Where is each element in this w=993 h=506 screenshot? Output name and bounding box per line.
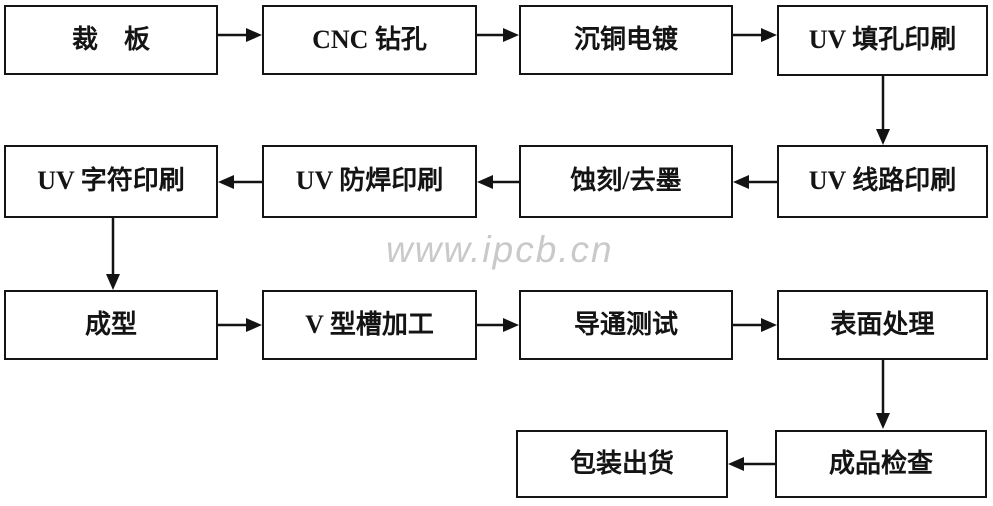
- node-label: UV 填孔印刷: [808, 25, 957, 54]
- node-forming: 成型: [4, 290, 218, 360]
- node-packing-shipping: 包装出货: [516, 430, 728, 498]
- node-uv-hole-filling-print: UV 填孔印刷: [777, 5, 988, 76]
- node-label: 成型: [84, 309, 137, 339]
- edge-test-to-surface: [733, 318, 777, 332]
- node-label: UV 防焊印刷: [295, 166, 444, 195]
- edge-soldermask-to-legend: [218, 175, 262, 189]
- node-label: V 型槽加工: [305, 309, 434, 339]
- node-label: CNC 钻孔: [312, 24, 427, 54]
- edge-copper-to-uvfill: [733, 28, 777, 42]
- edge-vgroove-to-test: [475, 318, 519, 332]
- node-uv-legend-print: UV 字符印刷: [4, 145, 218, 218]
- edge-cut-to-cnc: [218, 28, 262, 42]
- node-copper-deposition-plating: 沉铜电镀: [519, 5, 733, 75]
- edge-legend-to-forming: [106, 218, 120, 290]
- node-label: 蚀刻/去墨: [570, 166, 682, 195]
- node-continuity-test: 导通测试: [519, 290, 733, 360]
- node-uv-soldermask-print: UV 防焊印刷: [262, 145, 477, 218]
- node-uv-circuit-print: UV 线路印刷: [777, 145, 988, 218]
- edge-uvfill-to-uvcircuit: [876, 76, 890, 145]
- node-label: 成品检查: [828, 448, 933, 478]
- node-v-groove-machining: V 型槽加工: [262, 290, 477, 360]
- node-label: UV 线路印刷: [808, 166, 957, 195]
- node-label: 裁 板: [71, 24, 150, 54]
- edge-uvcircuit-to-etch: [733, 175, 777, 189]
- node-label: UV 字符印刷: [37, 166, 185, 195]
- node-label: 导通测试: [573, 309, 678, 339]
- edge-cnc-to-copper: [475, 28, 519, 42]
- node-label: 沉铜电镀: [573, 24, 678, 54]
- node-final-inspection: 成品检查: [775, 430, 987, 498]
- watermark: www.ipcb.cn: [386, 229, 614, 270]
- node-cnc-drilling: CNC 钻孔: [262, 5, 477, 75]
- node-surface-finish: 表面处理: [777, 290, 988, 360]
- edge-forming-to-vgroove: [218, 318, 262, 332]
- edge-surface-to-inspection: [876, 360, 890, 429]
- node-etching-deinking: 蚀刻/去墨: [519, 145, 733, 218]
- node-label: 包装出货: [569, 448, 674, 478]
- edge-etch-to-soldermask: [477, 175, 519, 189]
- edge-inspection-to-packing: [728, 457, 775, 471]
- node-label: 表面处理: [830, 309, 935, 339]
- node-cut-board: 裁 板: [4, 5, 218, 75]
